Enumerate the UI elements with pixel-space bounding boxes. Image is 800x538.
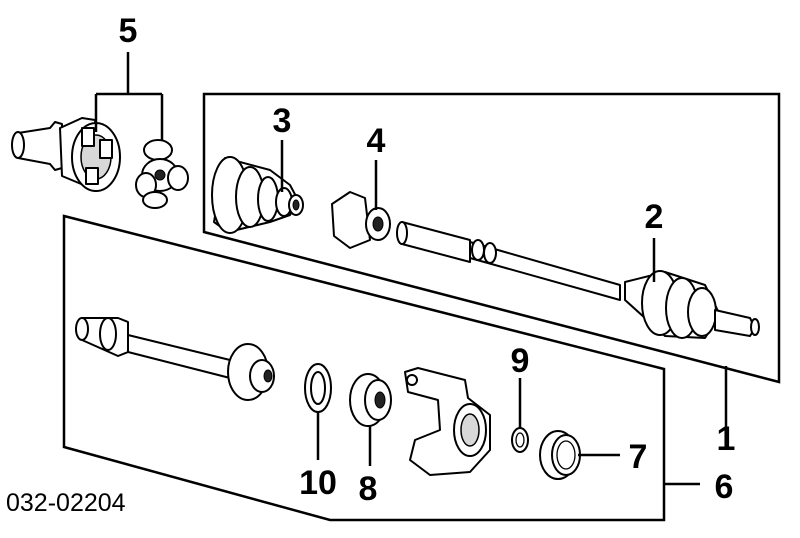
part-2-drive-shaft — [396, 221, 621, 301]
part-3-inner-boot — [211, 156, 304, 234]
callout-7: 7 — [629, 438, 648, 476]
group-6-panel — [62, 214, 666, 522]
part-6-drive-shaft — [75, 317, 275, 401]
part-5-tripod-spider — [135, 139, 189, 209]
leader-lines — [94, 52, 728, 486]
callout-3: 3 — [273, 102, 292, 140]
callout-10: 10 — [299, 464, 337, 502]
part-10-circlip — [304, 363, 332, 413]
callout-4: 4 — [367, 122, 386, 160]
part-2-outer-boot — [624, 270, 760, 339]
part-7-dust-seal — [539, 430, 581, 480]
part-code-label: 032-02204 — [6, 489, 126, 517]
intermediate-shaft-bracket — [404, 367, 491, 476]
part-5-cv-joint-housing — [11, 117, 121, 192]
callout-2: 2 — [645, 198, 664, 236]
part-4-retaining-ring — [331, 191, 391, 249]
part-8-bearing — [349, 373, 392, 427]
callout-1: 1 — [717, 420, 736, 458]
callout-6: 6 — [715, 468, 734, 506]
callout-5: 5 — [119, 12, 138, 50]
callout-9: 9 — [511, 342, 530, 380]
part-9-small-ring — [511, 427, 529, 453]
group-1-panel — [202, 92, 781, 384]
callout-8: 8 — [359, 470, 378, 508]
